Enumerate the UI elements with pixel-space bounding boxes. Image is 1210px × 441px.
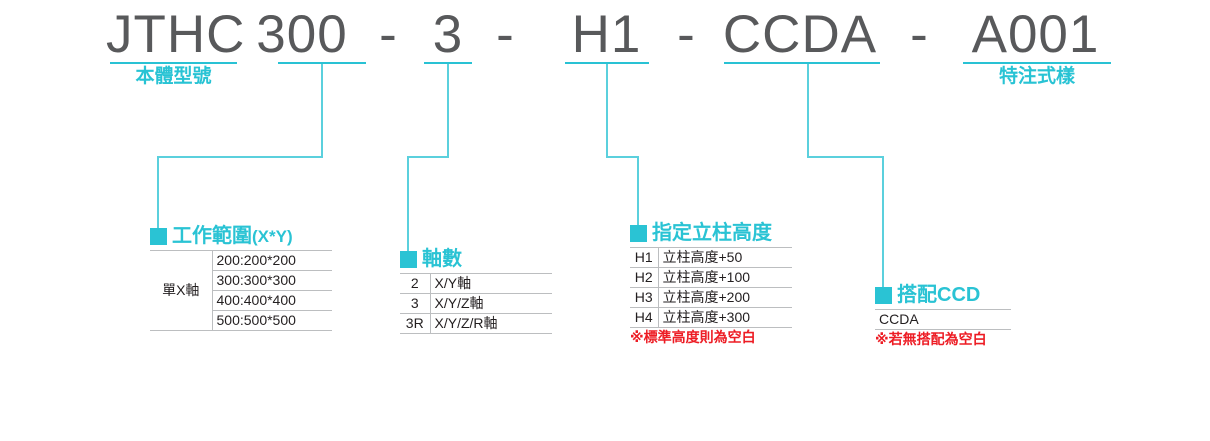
cell-key: H1: [630, 247, 659, 268]
bullet-square-icon: [875, 287, 892, 304]
caption-special-spec: 特注式樣: [998, 66, 1075, 87]
table-column-height: H1 立柱高度+50 H2 立柱高度+100 H3 立柱高度+200 H4 立柱…: [630, 247, 792, 328]
group-header-ccd-option: 搭配CCD: [875, 285, 1011, 306]
caption-body-model: 本體型號: [135, 66, 212, 87]
group-title-text: 搭配CCD: [897, 284, 981, 306]
table-row: 500:500*500: [150, 310, 332, 331]
group-title-column-height: 指定立柱高度: [652, 223, 772, 244]
cell-value: X/Y軸: [430, 273, 552, 294]
model-segment-axis-count: 3: [432, 5, 464, 64]
table-row: CCDA: [875, 309, 1011, 330]
cell-value: 300:300*300: [212, 270, 332, 291]
model-segment-body-model: JTHC: [106, 5, 246, 64]
bullet-square-icon: [400, 251, 417, 268]
model-separator-4: -: [910, 5, 928, 64]
note-ccd-option: ※若無搭配為空白: [875, 331, 987, 347]
table-row: 2 X/Y軸: [400, 273, 552, 294]
cell-key: H3: [630, 287, 659, 308]
cell-value: X/Y/Z/R軸: [430, 313, 552, 334]
group-header-column-height: 指定立柱高度: [630, 223, 792, 244]
model-underline-axis-count: [424, 62, 472, 64]
group-header-work-range: 工作範圍(X*Y): [150, 226, 332, 247]
model-segment-column-height: H1: [571, 5, 642, 64]
cell-key: 3: [400, 293, 431, 314]
model-number-row: JTHC 本體型號 - 300 - 3 - H1 - CCDA A001 特注式…: [0, 0, 1210, 87]
group-title-suffix: (X*Y): [252, 227, 293, 246]
model-underline-special-spec: [963, 62, 1111, 64]
table-ccd-option: CCDA: [875, 309, 1011, 330]
bullet-square-icon: [630, 225, 647, 242]
note-column-height: ※標準高度則為空白: [630, 329, 756, 345]
cell-span-label: 單X軸: [150, 250, 213, 331]
cell-value: 立柱高度+300: [658, 307, 792, 328]
model-underline-column-height: [565, 62, 649, 64]
model-underline-body-model: [110, 62, 237, 64]
bullet-square-icon: [150, 228, 167, 245]
group-title-axis-count: 軸數: [422, 249, 462, 270]
group-title-work-range: 工作範圍(X*Y): [172, 226, 293, 247]
table-work-range: 單X軸 200:200*200 300:300*300 400:400*400 …: [150, 250, 332, 331]
table-row: H2 立柱高度+100: [630, 267, 792, 288]
table-row: 單X軸 200:200*200: [150, 250, 332, 331]
table-row: H3 立柱高度+200: [630, 287, 792, 308]
model-separator-2: -: [496, 5, 514, 64]
table-axis-count: 2 X/Y軸 3 X/Y/Z軸 3R X/Y/Z/R軸: [400, 273, 552, 334]
cell-value: 立柱高度+100: [658, 267, 792, 288]
cell-value: 200:200*200: [212, 250, 332, 271]
cell-key: CCDA: [875, 309, 1011, 330]
model-segment-work-range: 300: [256, 5, 348, 64]
table-row: 3R X/Y/Z/R軸: [400, 313, 552, 334]
model-underline-work-range: [278, 62, 366, 64]
table-row: 300:300*300: [150, 270, 332, 291]
cell-value: X/Y/Z軸: [430, 293, 552, 314]
table-row: H1 立柱高度+50: [630, 247, 792, 268]
table-row: 400:400*400: [150, 290, 332, 311]
cell-value: 400:400*400: [212, 290, 332, 311]
group-work-range: 工作範圍(X*Y) 單X軸 200:200*200 300:300*300 40…: [150, 226, 332, 331]
group-header-axis-count: 軸數: [400, 249, 552, 270]
table-row: 3 X/Y/Z軸: [400, 293, 552, 314]
cell-value: 500:500*500: [212, 310, 332, 331]
group-title-text: 軸數: [422, 248, 462, 270]
group-title-ccd-option: 搭配CCD: [897, 285, 980, 306]
table-row: H4 立柱高度+300: [630, 307, 792, 328]
cell-key: H2: [630, 267, 659, 288]
model-underline-ccd-option: [724, 62, 880, 64]
model-separator-1: -: [379, 5, 397, 64]
cell-key: 3R: [400, 313, 431, 334]
group-column-height: 指定立柱高度 H1 立柱高度+50 H2 立柱高度+100 H3 立柱高度+20…: [630, 223, 792, 346]
group-title-text: 工作範圍: [172, 225, 252, 247]
group-axis-count: 軸數 2 X/Y軸 3 X/Y/Z軸 3R X/Y/Z/R軸: [400, 249, 552, 334]
cell-value: 立柱高度+50: [658, 247, 792, 268]
cell-key: H4: [630, 307, 659, 328]
model-separator-3: -: [677, 5, 695, 64]
cell-key: 2: [400, 273, 431, 294]
model-segment-ccd-option: CCDA: [722, 5, 878, 64]
cell-value: 立柱高度+200: [658, 287, 792, 308]
group-ccd-option: 搭配CCD CCDA ※若無搭配為空白: [875, 285, 1011, 348]
group-title-text: 指定立柱高度: [652, 222, 772, 244]
model-segment-special-spec: A001: [971, 5, 1100, 64]
